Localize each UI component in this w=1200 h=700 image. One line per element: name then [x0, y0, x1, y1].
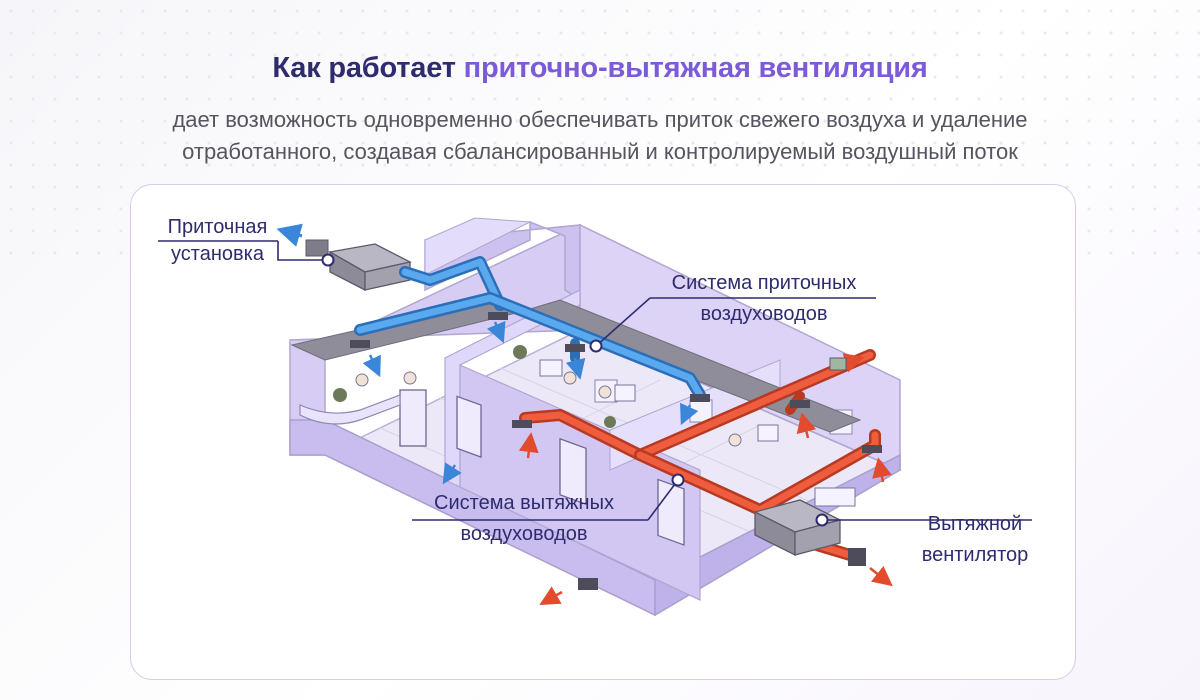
title-main: Как работает — [272, 52, 464, 84]
desk-1 — [539, 359, 563, 377]
desk-2 — [614, 384, 636, 402]
person-3 — [563, 371, 577, 385]
supply-air-arrows — [362, 320, 699, 485]
supply-ducts — [354, 256, 706, 401]
subtitle-line-2: отработанного, создавая сбалансированный… — [182, 139, 1018, 164]
subtitle-line-1: дает возможность одновременно обеспечива… — [172, 107, 1028, 132]
sofa — [814, 487, 856, 507]
door-4 — [399, 389, 427, 447]
desk-3 — [757, 424, 779, 442]
outside-grille — [829, 357, 847, 371]
exhaust-grilles — [512, 400, 882, 590]
label-supply-unit-line-2: установка — [171, 243, 264, 265]
page-title: Как работает приточно-вытяжная вентиляци… — [0, 52, 1200, 85]
door-1 — [456, 395, 482, 458]
leader-dots — [321, 253, 829, 527]
label-supply-ducts-line-2: воздуховодов — [700, 303, 828, 325]
label-exhaust-fan-line-1: Вытяжной — [927, 513, 1023, 535]
label-supply-ducts: Система приточных воздуховодов — [648, 270, 880, 328]
exhaust-ducts — [519, 349, 881, 561]
label-exhaust-fan-line-2: вентилятор — [921, 544, 1029, 566]
person-5 — [728, 433, 742, 447]
leader-lines — [158, 240, 1032, 521]
label-exhaust-fan: Вытяжной вентилятор — [905, 511, 1045, 569]
supply-unit — [276, 223, 412, 292]
reception-desk — [299, 394, 401, 425]
plant-icon — [333, 345, 616, 428]
label-exhaust-ducts-line-2: воздуховодов — [460, 523, 588, 545]
person-2 — [403, 371, 417, 385]
title-accent: приточно-вытяжная вентиляция — [463, 52, 928, 84]
label-supply-unit-line-1: Приточная — [167, 216, 268, 238]
building — [289, 217, 902, 617]
person-1 — [355, 373, 369, 387]
person-4 — [598, 385, 612, 399]
label-exhaust-ducts-line-1: Система вытяжных — [434, 492, 614, 514]
label-supply-ducts-line-1: Система приточных — [671, 272, 857, 294]
supply-diffusers — [350, 312, 710, 402]
corner-wall-top — [424, 217, 532, 276]
door-2 — [559, 437, 587, 506]
label-exhaust-ducts: Система вытяжных воздуховодов — [408, 490, 640, 548]
page-subtitle: дает возможность одновременно обеспечива… — [60, 104, 1140, 168]
label-supply-unit: Приточная установка — [155, 214, 280, 268]
